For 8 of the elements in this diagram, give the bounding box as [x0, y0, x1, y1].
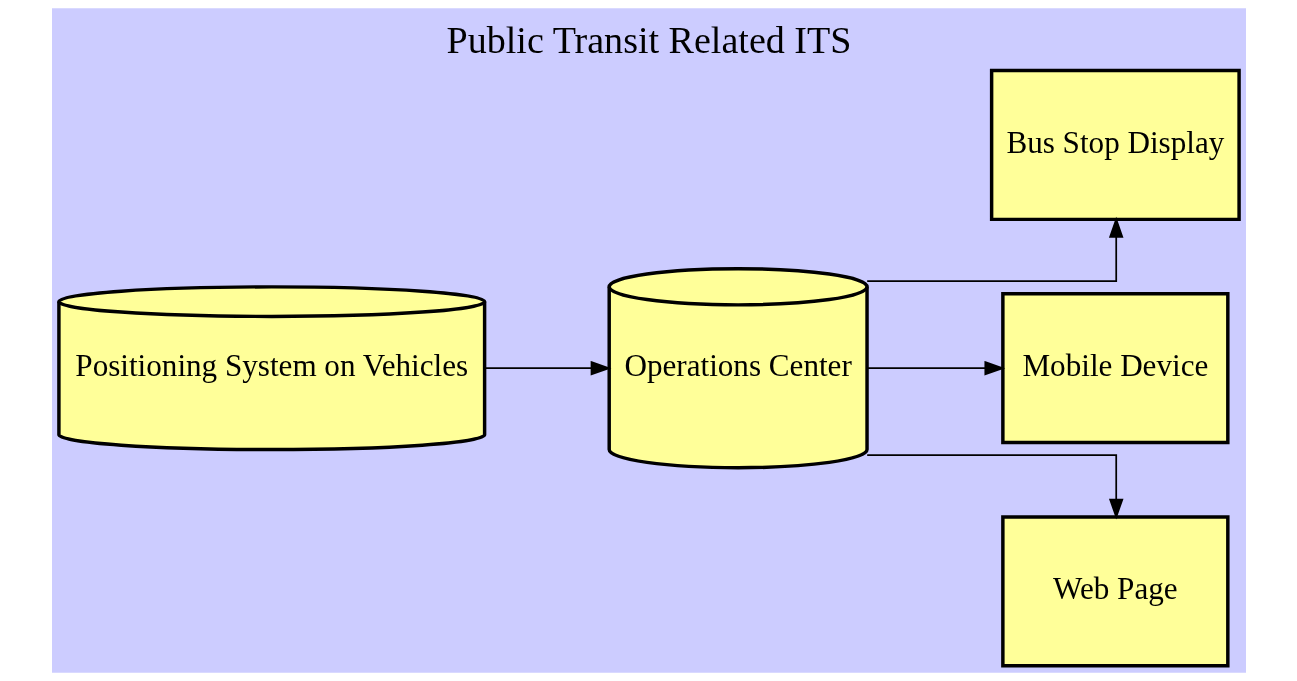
- node-box: Mobile Device: [1000, 292, 1230, 445]
- arrow: [865, 216, 1123, 283]
- node-box: Bus Stop Display: [989, 68, 1241, 222]
- diagram-title: Public Transit Related ITS: [446, 18, 851, 61]
- arrow: [865, 454, 1123, 520]
- arrow: [866, 360, 1005, 376]
- node-box: Web Page: [1000, 515, 1230, 668]
- arrow: [483, 360, 611, 376]
